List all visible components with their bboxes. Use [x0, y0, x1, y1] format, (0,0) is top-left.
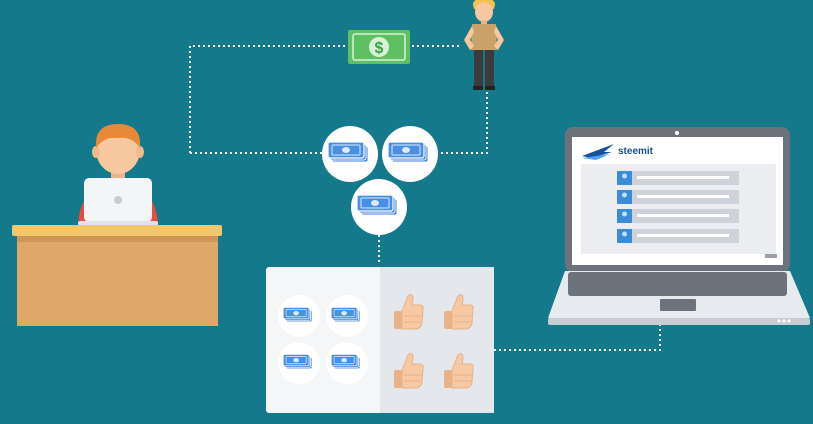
- flow-connectors: [189, 45, 661, 351]
- feed-list: [617, 171, 739, 243]
- money-grid-item: [278, 342, 320, 384]
- author-hair: [95, 124, 141, 148]
- likes-panel: [380, 267, 494, 413]
- brand-name: steemit: [618, 146, 654, 157]
- money-circle-left: [322, 126, 378, 182]
- money-stack-icon: [330, 353, 361, 370]
- money-stack-icon: [387, 141, 429, 163]
- money-stack-icon: [327, 141, 369, 163]
- money-stack-icon: [330, 306, 361, 323]
- laptop-icon: steemit: [548, 127, 810, 325]
- bill-symbol: $: [375, 40, 384, 57]
- steemit-logo: steemit: [582, 144, 654, 160]
- laptop-trackpad: [660, 299, 696, 311]
- money-stack-icon: [356, 194, 398, 216]
- reward-box: [266, 267, 494, 413]
- money-circle-bottom: [351, 179, 407, 235]
- money-grid: [278, 295, 368, 384]
- laptop-keyboard: [568, 272, 787, 296]
- feed-row: [617, 190, 739, 204]
- money-circle-right: [382, 126, 438, 182]
- money-grid-item: [326, 295, 368, 337]
- feed-row: [617, 209, 739, 223]
- connector-box-to-laptop: [494, 325, 661, 351]
- money-stack-icon: [282, 306, 313, 323]
- feed-row: [617, 171, 739, 185]
- connector-top-left: [189, 45, 348, 153]
- desk-body: [17, 236, 218, 326]
- person-standing-icon: [464, 0, 504, 90]
- dollar-bill-icon: $: [348, 30, 410, 64]
- money-grid-item: [278, 295, 320, 337]
- person-at-desk-icon: [12, 124, 222, 326]
- reward-money-circles: [322, 126, 438, 235]
- connector-right-down: [440, 92, 488, 154]
- desk-top: [12, 225, 222, 236]
- money-grid-item: [326, 342, 368, 384]
- feed-row: [617, 229, 739, 243]
- steemit-logo-icon: [582, 144, 614, 158]
- money-stack-icon: [282, 353, 313, 370]
